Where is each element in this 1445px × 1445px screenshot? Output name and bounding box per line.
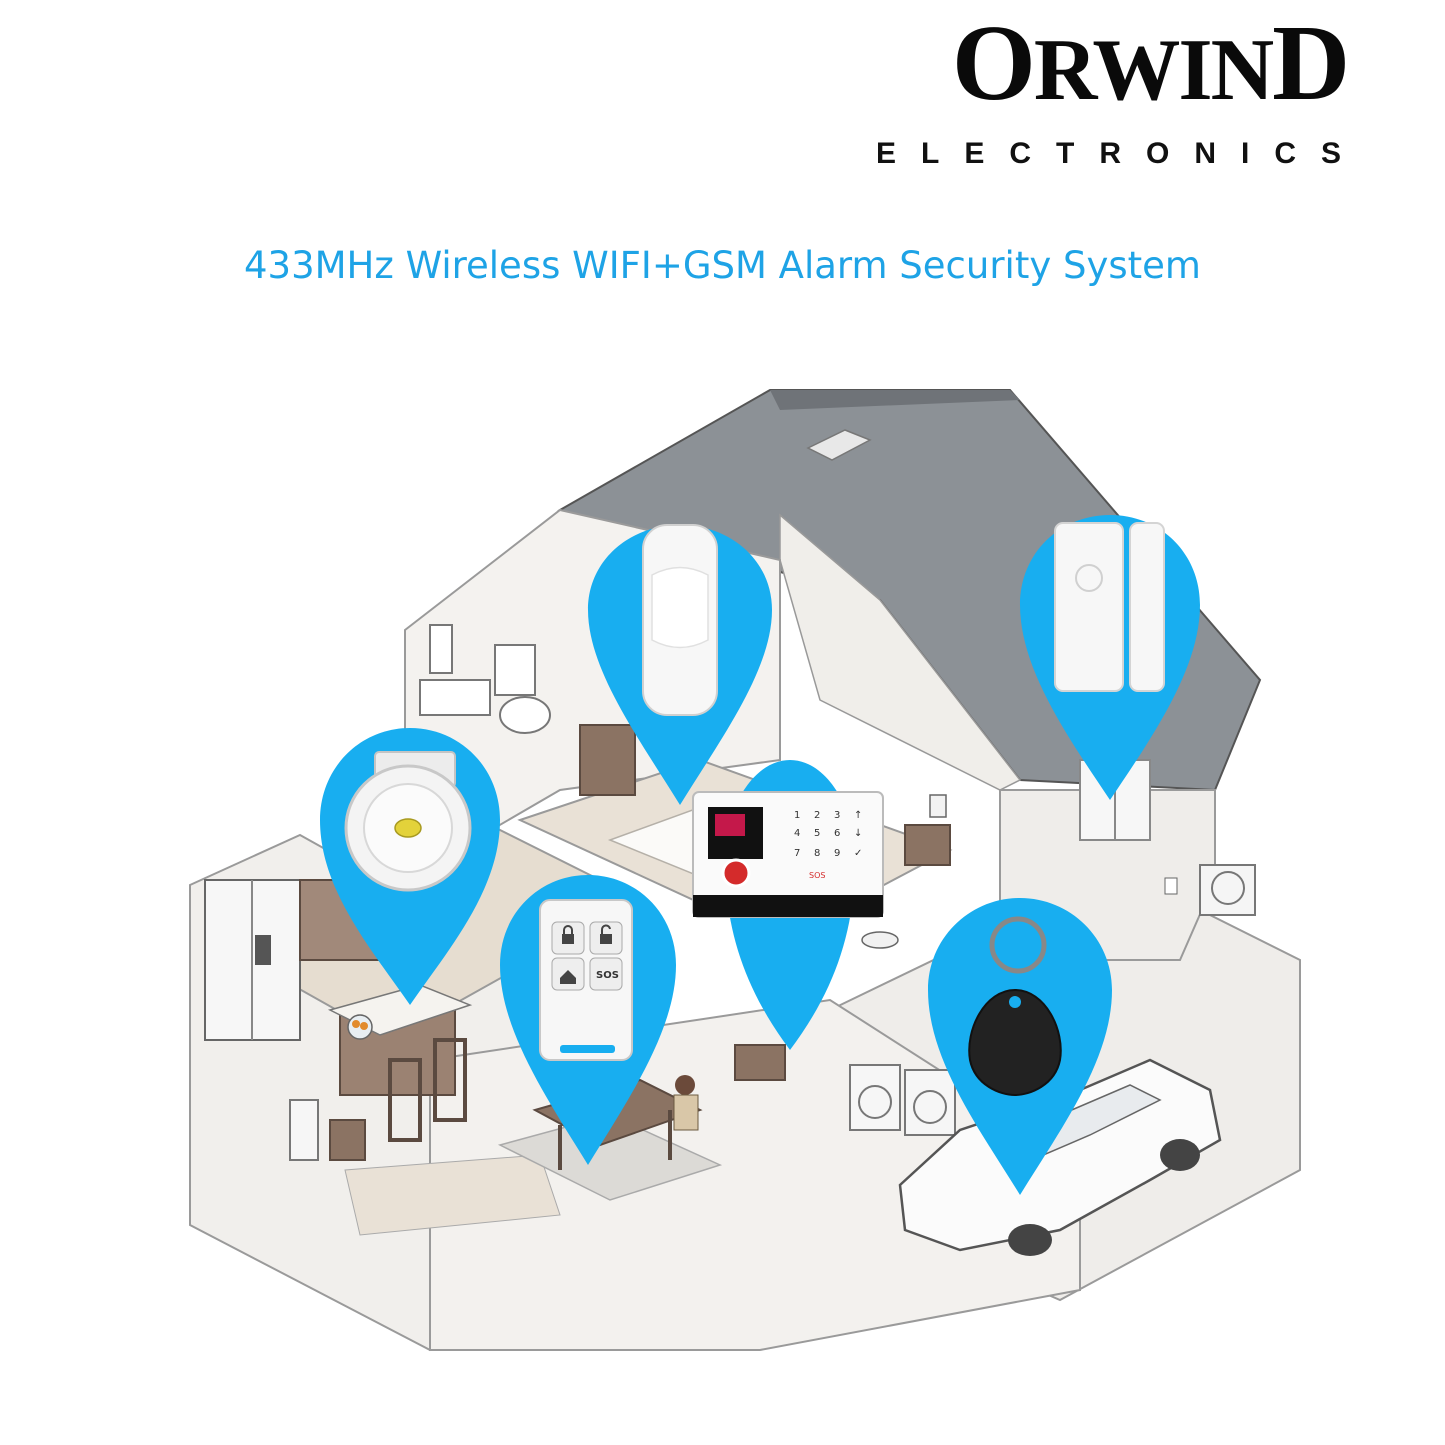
dryer	[904, 1069, 956, 1136]
alarm-button	[721, 858, 751, 888]
remote-light-bar	[560, 1045, 615, 1053]
key: ✓	[854, 848, 862, 859]
brand-name: ORWIND	[951, 4, 1350, 123]
key: 7	[794, 848, 800, 859]
key: ↑	[854, 810, 862, 821]
wall-outlet	[1164, 877, 1178, 895]
key: 5	[814, 828, 820, 839]
nightstand	[904, 824, 951, 866]
key: 3	[834, 810, 840, 821]
sos-key: SOS	[809, 871, 825, 880]
robot-vacuum	[861, 931, 899, 949]
washer	[849, 1064, 901, 1131]
bar-stool	[433, 1038, 467, 1122]
water-heater	[289, 1099, 319, 1161]
key: 8	[814, 848, 820, 859]
rfid-tag	[968, 988, 1062, 1097]
roof-vent	[806, 429, 872, 461]
lamp	[929, 794, 947, 818]
headline: 433MHz Wireless WIFI+GSM Alarm Security …	[244, 244, 1201, 287]
remote-sos-label: SOS	[596, 970, 619, 981]
basement-box	[329, 1119, 366, 1161]
key: 4	[794, 828, 800, 839]
car-wheel	[1008, 1224, 1052, 1256]
basement-floor	[344, 1154, 561, 1236]
door-sensor-main	[1054, 522, 1124, 692]
remote-sos-button	[589, 957, 623, 991]
roof-ridge	[770, 390, 1020, 410]
key: 6	[834, 828, 840, 839]
bath-toilet-tank	[494, 644, 536, 696]
key-ring	[989, 916, 1047, 974]
alarm-panel-base	[693, 895, 883, 917]
ac-unit	[1199, 864, 1256, 916]
key: 9	[834, 848, 840, 859]
car-wheel	[1160, 1139, 1200, 1171]
key: 2	[814, 810, 820, 821]
brand-subtitle: ELECTRONICS	[876, 137, 1367, 170]
living-sideboard	[734, 1044, 786, 1081]
bath-mirror	[429, 624, 453, 674]
diner-person	[675, 1075, 695, 1095]
key: ↓	[854, 828, 862, 839]
door-sensor-magnet	[1129, 522, 1165, 692]
bar-stool	[388, 1058, 422, 1142]
key: 1	[794, 810, 800, 821]
dresser	[579, 724, 636, 796]
bath-sink	[419, 679, 491, 716]
bath-toilet	[499, 696, 551, 734]
fruit-bowl	[347, 1014, 373, 1040]
brand-logo: ORWIND ELECTRONICS	[870, 0, 1445, 180]
